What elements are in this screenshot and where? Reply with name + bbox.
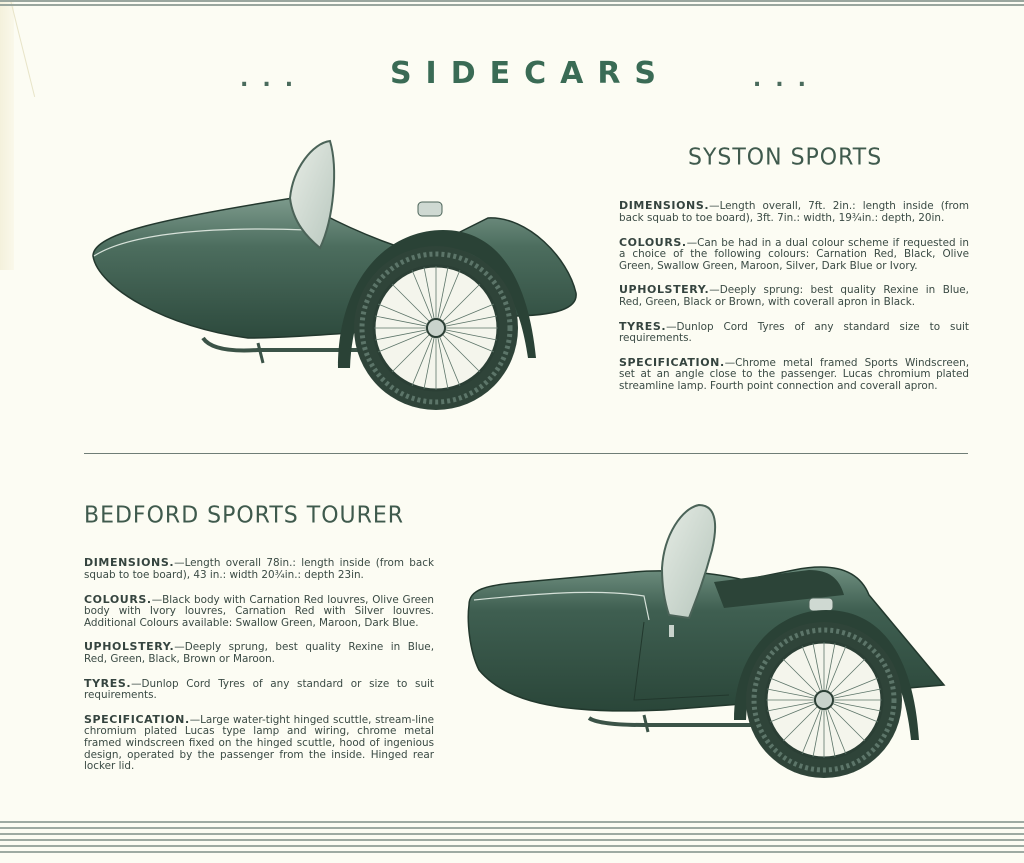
spec-specification: SPECIFICATION.—Chrome metal framed Sport…: [619, 355, 969, 392]
spec-upholstery: UPHOLSTERY.—Deeply sprung: best quality …: [619, 283, 969, 308]
bedford-sports-tourer-sidecar-illustration: [467, 503, 946, 778]
syston-sports-specs: DIMENSIONS.—Length overall, 7ft. 2in.: l…: [619, 190, 969, 405]
spec-dimensions: DIMENSIONS.—Length overall, 7ft. 2in.: l…: [619, 199, 969, 224]
bottom-border-rules: [0, 821, 1024, 857]
spec-upholstery: UPHOLSTERY.—Deeply sprung, best quality …: [84, 640, 434, 665]
spec-tyres: TYRES.—Dunlop Cord Tyres of any standard…: [619, 319, 969, 345]
spec-specification: SPECIFICATION.—Large water-tight hinged …: [84, 712, 434, 773]
page-edge-shadow: [0, 0, 14, 270]
spec-colours: COLOURS.—Black body with Carnation Red l…: [84, 592, 434, 629]
title-dots-right: ...: [752, 67, 820, 92]
spec-colours: COLOURS.—Can be had in a dual colour sch…: [619, 235, 969, 272]
bedford-sports-tourer-specs: DIMENSIONS.—Length overall 78in.: length…: [84, 547, 434, 785]
section-divider: [84, 453, 968, 454]
page-title: ... SIDECARS ...: [240, 55, 820, 92]
title-text: SIDECARS: [389, 56, 671, 91]
spec-dimensions: DIMENSIONS.—Length overall 78in.: length…: [84, 556, 434, 581]
model-title-syston-sports: SYSTON SPORTS: [688, 144, 883, 171]
syston-sports-sidecar-illustration: [92, 139, 577, 410]
top-border-rules: [0, 0, 1024, 8]
spec-tyres: TYRES.—Dunlop Cord Tyres of any standard…: [84, 676, 434, 702]
model-title-bedford-sports-tourer: BEDFORD SPORTS TOURER: [84, 502, 405, 529]
title-dots-left: ...: [240, 67, 308, 92]
